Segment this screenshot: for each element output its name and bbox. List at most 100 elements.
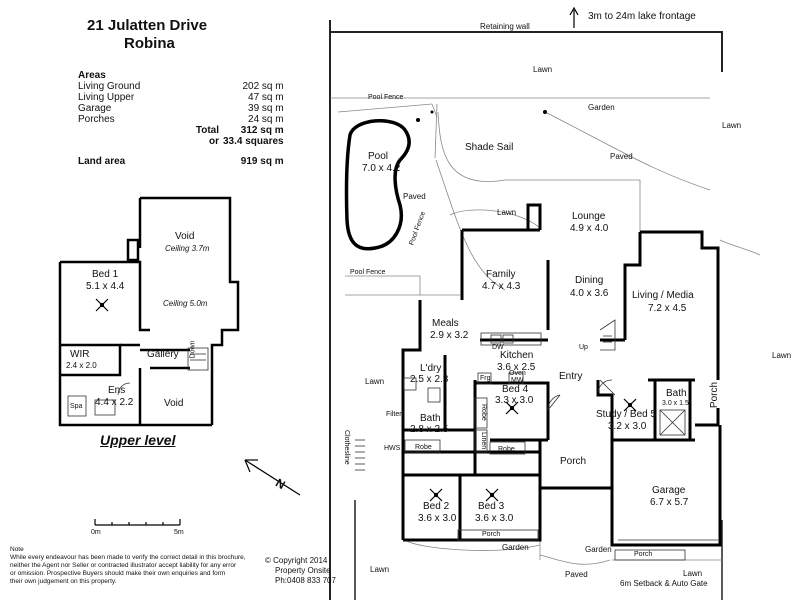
bed4-dimensions: 3.3 x 3.0 [495, 395, 534, 406]
entry-label: Entry [559, 371, 583, 382]
upper-void-ceiling-2: Ceiling 5.0m [163, 299, 208, 308]
ceiling-fan-icon-bed3 [485, 488, 499, 502]
address-line1: 21 Julatten Drive [87, 17, 208, 34]
bath2-dimensions: 3.0 x 1.5 [662, 400, 689, 407]
bed2-dimensions: 3.6 x 3.0 [418, 513, 457, 524]
garden-label: Garden [502, 543, 529, 552]
lounge-label: Lounge [572, 211, 606, 222]
laundry-dimensions: 2.5 x 2.3 [410, 374, 449, 385]
hws-label: HWS [384, 445, 401, 452]
pool-dimensions: 7.0 x 4.2 [362, 163, 401, 174]
lawn-label: Lawn [365, 377, 385, 386]
pool-fence-label: Pool Fence [368, 94, 404, 101]
bed4-label: Bed 4 [502, 384, 529, 395]
lake-frontage-label: 3m to 24m lake frontage [588, 11, 696, 22]
dining-label: Dining [575, 275, 604, 286]
lawn-label: Lawn [533, 65, 553, 74]
bath-dimensions: 2.8 x 2.5 [410, 424, 449, 435]
house-walls [401, 203, 722, 547]
gallery-label: Gallery [147, 349, 179, 360]
pool-outline [344, 118, 411, 251]
kitchen-dimensions: 3.6 x 2.5 [497, 362, 536, 373]
setback-label: 6m Setback & Auto Gate [620, 579, 708, 588]
upper-level-walls [58, 196, 240, 427]
bath2-label: Bath [666, 388, 687, 399]
porch-label: Porch [560, 456, 587, 467]
clothesline-label: Clothesline [343, 430, 350, 465]
spa-label: Spa [70, 403, 83, 410]
lawn-label: Lawn [497, 208, 517, 217]
paved-label: Paved [610, 152, 633, 161]
house-interior-lines [355, 319, 718, 561]
wir-dimensions: 2.4 x 2.0 [66, 361, 97, 370]
robe-label: Robe [415, 444, 432, 451]
wir-label: WIR [70, 349, 90, 360]
property-boundary [329, 20, 723, 600]
dishwasher-label: DW [492, 344, 504, 351]
paved-label: Paved [403, 192, 426, 201]
pool-fence-label: Pool Fence [350, 269, 386, 276]
lawn-label: Lawn [370, 565, 390, 574]
linen-label: Linen [480, 432, 487, 450]
bed3-dimensions: 3.6 x 3.0 [475, 513, 514, 524]
garden-label: Garden [588, 103, 615, 112]
copyright-block: © Copyright 2014 Property Onsite Ph:0408… [265, 556, 336, 585]
pool-label: Pool [368, 151, 389, 162]
retaining-wall-label: Retaining wall [480, 22, 530, 31]
bed3-label: Bed 3 [478, 501, 505, 512]
porch-label: Porch [634, 551, 653, 558]
bed1-dimensions: 5.1 x 4.4 [86, 281, 125, 292]
bed1-label: Bed 1 [92, 269, 119, 280]
scale-zero: 0m [91, 529, 101, 536]
ens-dimensions: 4.4 x 2.2 [95, 397, 134, 408]
study-bed5-dimensions: 3.2 x 3.0 [608, 421, 647, 432]
ceiling-fan-icon-bed4 [505, 401, 519, 415]
dining-dimensions: 4.0 x 3.6 [570, 288, 609, 299]
kitchen-label: Kitchen [500, 350, 534, 361]
bath-label: Bath [420, 413, 441, 424]
disclaimer-note: Note While every endeavour has been made… [10, 546, 246, 585]
garden-label: Garden [585, 545, 612, 554]
microwave-label: MW [511, 377, 524, 384]
ceiling-fan-icon-bed1 [95, 298, 109, 312]
living-media-label: Living / Media [632, 290, 694, 301]
filter-label: Filter [386, 411, 402, 418]
robe-label: Robe [480, 404, 487, 421]
address-line2: Robina [124, 35, 175, 52]
porch-label: Porch [709, 381, 721, 409]
ceiling-fan-icon-study [623, 398, 637, 412]
ceiling-fan-icons [95, 298, 637, 502]
lounge-dimensions: 4.9 x 4.0 [570, 223, 609, 234]
upper-level-title: Upper level [100, 432, 176, 448]
lawn-label: Lawn [722, 121, 742, 130]
porch-label: Porch [482, 531, 501, 538]
family-dimensions: 4.7 x 4.3 [482, 281, 521, 292]
garage-label: Garage [652, 485, 686, 496]
stairs-up-label: Up [579, 344, 588, 351]
ens-label: Ens [108, 385, 126, 396]
site-dots [416, 110, 547, 122]
shade-sail-label: Shade Sail [465, 142, 514, 153]
meals-dimensions: 2.9 x 3.2 [430, 330, 469, 341]
family-label: Family [486, 269, 516, 280]
upper-down-label: Down [189, 340, 197, 359]
study-bed5-label: Study / Bed 5 [596, 409, 657, 420]
scale-five: 5m [174, 529, 184, 536]
laundry-label: L'dry [420, 363, 442, 374]
living-media-dimensions: 7.2 x 4.5 [648, 303, 687, 314]
upper-level-details [67, 347, 209, 417]
garage-dimensions: 6.7 x 5.7 [650, 497, 689, 508]
paved-label: Paved [565, 570, 588, 579]
robe-label: Robe [498, 446, 515, 453]
upper-void-label: Void [175, 231, 195, 242]
compass-arrow [244, 459, 301, 496]
